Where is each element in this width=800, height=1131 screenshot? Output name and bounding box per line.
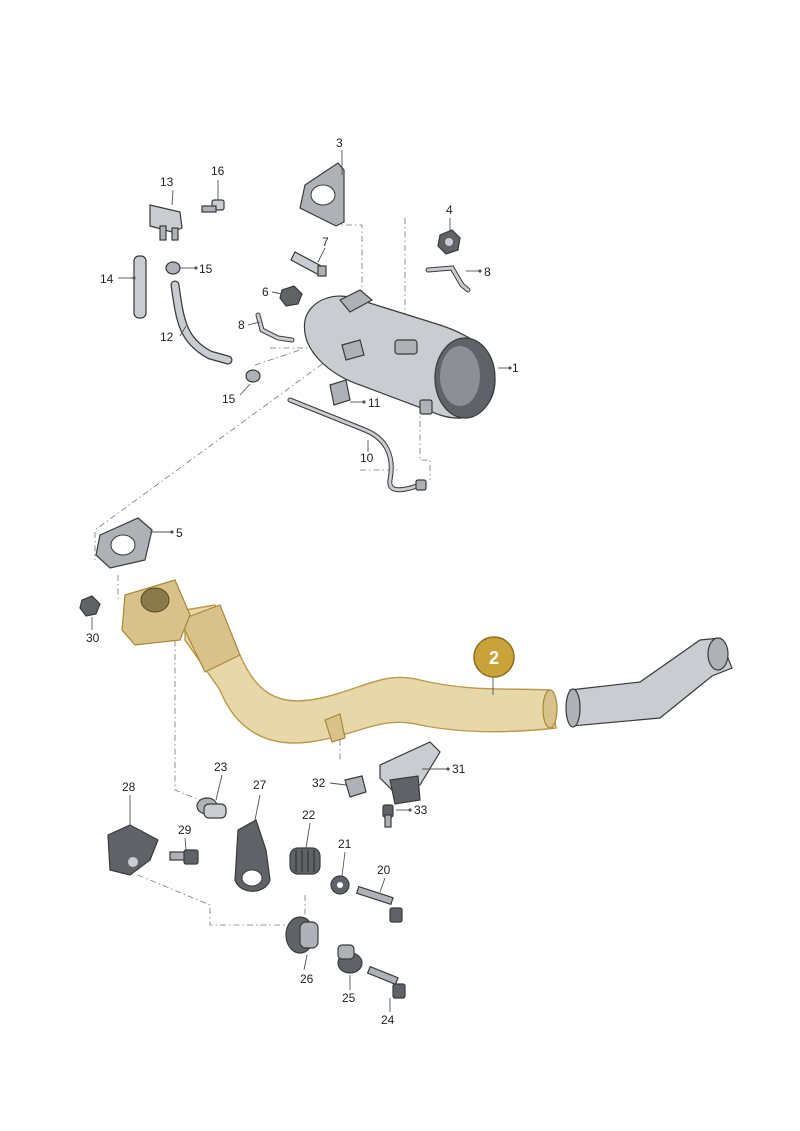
clip-nut-32[interactable]: [344, 775, 367, 798]
clamp-11[interactable]: [329, 379, 351, 406]
rubber-bush-22[interactable]: [289, 847, 321, 875]
hose-clamp-15-top[interactable]: [165, 261, 181, 275]
label-13: 13: [160, 175, 174, 189]
gasket-3[interactable]: [299, 162, 345, 227]
label-15-top: 15: [199, 262, 213, 276]
rear-exhaust-pipe: [565, 637, 733, 728]
front-exhaust-pipe-2[interactable]: [121, 579, 558, 744]
sensor-8-left[interactable]: [255, 312, 295, 343]
label-8-right: 8: [484, 265, 491, 279]
highlight-badge-text: 2: [489, 648, 499, 668]
label-20: 20: [377, 863, 391, 877]
bolt-20[interactable]: [355, 885, 403, 923]
leader-lines: [91, 150, 510, 1012]
label-3: 3: [336, 136, 343, 150]
nut-4[interactable]: [437, 229, 461, 255]
callout-labels: 1 3 4 5 6 7 8 8 10 11 12 13 14 15 15 16 …: [86, 136, 519, 1027]
highlight-callout-2: 2: [473, 636, 515, 695]
label-11: 11: [368, 396, 381, 410]
label-29: 29: [178, 823, 192, 837]
hose-clamp-15-bottom[interactable]: [245, 369, 261, 383]
label-26: 26: [300, 972, 314, 986]
label-1: 1: [512, 361, 519, 375]
label-8-left: 8: [238, 318, 245, 332]
bushing-26[interactable]: [285, 916, 319, 954]
label-6: 6: [262, 285, 269, 299]
catalytic-converter-1[interactable]: [303, 289, 496, 419]
bolt-24[interactable]: [366, 965, 406, 999]
label-10: 10: [360, 451, 374, 465]
nut-30[interactable]: [79, 595, 101, 617]
label-33: 33: [414, 803, 428, 817]
nut-6[interactable]: [279, 285, 303, 307]
hose-12[interactable]: [170, 280, 233, 365]
bolt-29[interactable]: [169, 849, 199, 865]
bushing-23[interactable]: [196, 797, 227, 819]
label-22: 22: [302, 808, 316, 822]
leader-arrowheads: [132, 266, 512, 812]
label-21: 21: [338, 837, 352, 851]
sensor-line-10[interactable]: [287, 397, 427, 493]
label-15-bottom: 15: [222, 392, 236, 406]
label-25: 25: [342, 991, 356, 1005]
label-16: 16: [211, 164, 225, 178]
temperature-sensor-7[interactable]: [290, 251, 327, 277]
washer-21[interactable]: [330, 875, 350, 895]
label-14: 14: [100, 272, 114, 286]
sensor-8-right[interactable]: [425, 265, 471, 293]
tube-14[interactable]: [133, 255, 147, 319]
label-27: 27: [253, 778, 267, 792]
mount-27[interactable]: [234, 819, 271, 892]
label-12: 12: [160, 330, 174, 344]
highlight-badge: [473, 636, 515, 678]
bracket-31[interactable]: [379, 741, 441, 805]
label-4: 4: [446, 203, 453, 217]
pressure-sensor-13[interactable]: [149, 204, 183, 241]
label-23: 23: [214, 760, 228, 774]
bolt-16[interactable]: [201, 199, 225, 213]
label-7: 7: [322, 235, 329, 249]
gasket-5[interactable]: [95, 517, 153, 569]
bracket-28[interactable]: [107, 824, 159, 876]
washer-sleeve-25[interactable]: [337, 944, 363, 974]
label-31: 31: [452, 762, 466, 776]
label-32: 32: [312, 776, 326, 790]
label-5: 5: [176, 526, 183, 540]
label-24: 24: [381, 1013, 395, 1027]
label-30: 30: [86, 631, 100, 645]
bolt-33[interactable]: [382, 804, 394, 828]
label-28: 28: [122, 780, 136, 794]
